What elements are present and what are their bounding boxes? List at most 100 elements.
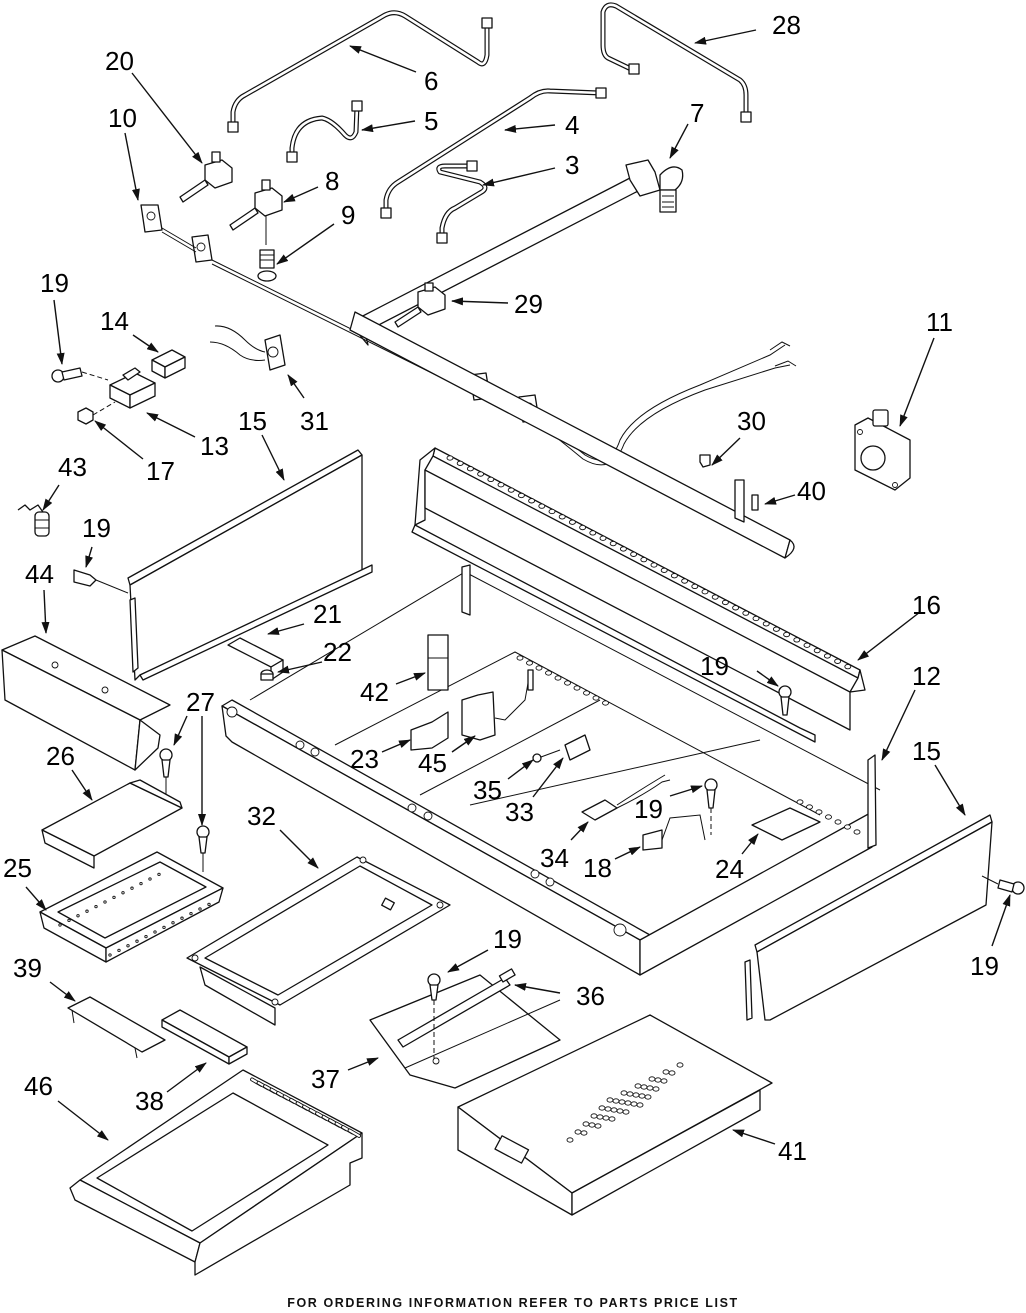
callout-19e[interactable]: 19 (970, 951, 999, 981)
callout-45[interactable]: 45 (418, 748, 447, 778)
perforation-hole (593, 696, 599, 700)
tray-hole (655, 1078, 661, 1082)
callout-37[interactable]: 37 (311, 1064, 340, 1094)
leader-19a (54, 300, 62, 364)
callout-44[interactable]: 44 (25, 559, 54, 589)
tray-hole (661, 1079, 667, 1083)
callout-23[interactable]: 23 (350, 744, 379, 774)
callout-3[interactable]: 3 (565, 150, 579, 180)
callout-27[interactable]: 27 (186, 687, 215, 717)
callout-4[interactable]: 4 (565, 110, 579, 140)
callout-16[interactable]: 16 (912, 590, 941, 620)
callout-6[interactable]: 6 (424, 66, 438, 96)
perforation-hole (816, 810, 822, 814)
callout-18[interactable]: 18 (583, 853, 612, 883)
perforation-hole (59, 924, 61, 926)
callout-46[interactable]: 46 (24, 1071, 53, 1101)
callout-21[interactable]: 21 (313, 599, 342, 629)
callout-10[interactable]: 10 (108, 103, 137, 133)
part-24-plate (752, 808, 820, 840)
leader-33 (533, 758, 563, 797)
callout-9[interactable]: 9 (341, 200, 355, 230)
perforation-hole (104, 901, 106, 903)
tray-hole (647, 1086, 653, 1090)
part-38-trim (162, 1010, 247, 1064)
callout-12[interactable]: 12 (912, 661, 941, 691)
callout-40[interactable]: 40 (797, 476, 826, 506)
callout-43[interactable]: 43 (58, 452, 87, 482)
callout-11[interactable]: 11 (926, 307, 953, 337)
perforation-hole (517, 656, 523, 660)
callout-15b[interactable]: 15 (912, 736, 941, 766)
callout-26[interactable]: 26 (46, 741, 75, 771)
callout-14[interactable]: 14 (100, 306, 129, 336)
perforation-hole (797, 800, 803, 804)
perforation-hole (743, 611, 749, 615)
perforation-hole (109, 954, 111, 956)
callout-34[interactable]: 34 (540, 843, 569, 873)
callout-33[interactable]: 33 (505, 797, 534, 827)
callout-17[interactable]: 17 (146, 456, 175, 486)
perforation-hole (555, 676, 561, 680)
callout-19a[interactable]: 19 (40, 268, 69, 298)
callout-42[interactable]: 42 (360, 677, 389, 707)
callout-19d[interactable]: 19 (634, 794, 663, 824)
perforation-hole (565, 681, 571, 685)
perforation-hole (127, 945, 129, 947)
perforation-hole (794, 638, 800, 642)
leader-13 (147, 413, 195, 437)
leader-3 (483, 168, 555, 185)
callout-31[interactable]: 31 (300, 406, 329, 436)
leader-45 (452, 736, 475, 752)
leader-16 (858, 612, 920, 660)
callout-25[interactable]: 25 (3, 853, 32, 883)
callout-19c[interactable]: 19 (700, 651, 729, 681)
tray-hole (677, 1063, 683, 1067)
leader-7 (670, 124, 688, 158)
callout-20[interactable]: 20 (105, 46, 134, 76)
perforation-hole (149, 878, 151, 880)
leader-19e (992, 895, 1010, 946)
part-8-valve (230, 180, 282, 245)
tray-hole (617, 1109, 623, 1113)
perforation-hole (181, 917, 183, 919)
perforation-hole (773, 627, 779, 631)
callout-41[interactable]: 41 (778, 1136, 807, 1166)
callout-7[interactable]: 7 (690, 98, 704, 128)
tray-hole (589, 1123, 595, 1127)
parts-artwork (2, 5, 1024, 1275)
perforation-hole (763, 622, 769, 626)
callout-39[interactable]: 39 (13, 953, 42, 983)
callout-36[interactable]: 36 (576, 981, 605, 1011)
callout-19f[interactable]: 19 (493, 924, 522, 954)
callout-19b[interactable]: 19 (82, 513, 111, 543)
callout-32[interactable]: 32 (247, 801, 276, 831)
perforation-hole (702, 590, 708, 594)
leader-18 (615, 847, 640, 859)
part-31-igniter-switch (210, 326, 285, 370)
perforation-hole (199, 908, 201, 910)
perforation-hole (574, 686, 580, 690)
part-25-frame (40, 852, 223, 962)
tray-hole (627, 1092, 633, 1096)
callout-8[interactable]: 8 (325, 166, 339, 196)
part-19e-screw (982, 876, 1024, 894)
callout-28[interactable]: 28 (772, 10, 801, 40)
callout-29[interactable]: 29 (514, 289, 543, 319)
callout-5[interactable]: 5 (424, 106, 438, 136)
part-45-thermostat (462, 670, 533, 740)
perforation-hole (122, 892, 124, 894)
callout-35[interactable]: 35 (473, 775, 502, 805)
callout-22[interactable]: 22 (323, 637, 352, 667)
callout-38[interactable]: 38 (135, 1086, 164, 1116)
callout-30[interactable]: 30 (737, 406, 766, 436)
callout-13[interactable]: 13 (200, 431, 229, 461)
tray-hole (645, 1095, 651, 1099)
callout-15a[interactable]: 15 (238, 406, 267, 436)
part-23-bracket (411, 712, 448, 750)
perforation-hole (569, 520, 575, 524)
perforation-hole (172, 922, 174, 924)
callout-24[interactable]: 24 (715, 854, 744, 884)
perforation-hole (539, 504, 545, 508)
part-17-nut (78, 402, 115, 424)
